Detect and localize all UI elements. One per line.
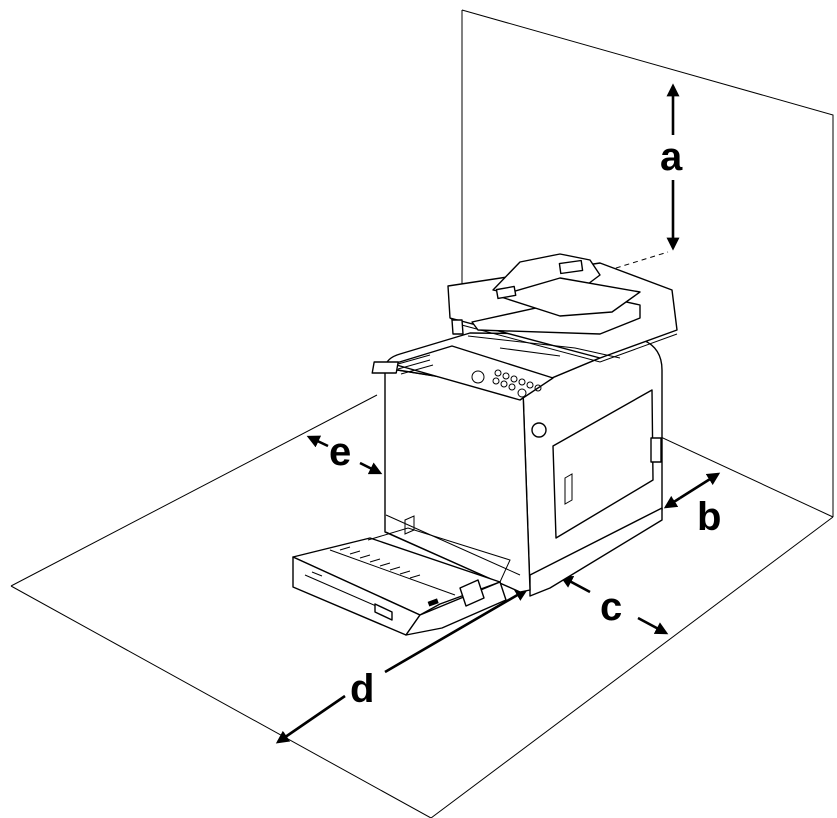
output-tray [467, 335, 621, 359]
paper-tray-ribs [339, 546, 421, 579]
dimension-e-arrow-end [359, 461, 383, 475]
dimension-e-arrow [306, 435, 329, 448]
adf-input-tray [497, 277, 641, 317]
adf-paper-guide-front [495, 285, 517, 300]
power-button [531, 422, 547, 438]
printer-base-right [529, 507, 663, 597]
side-door-handle [564, 473, 573, 505]
side-door [552, 389, 654, 539]
dimension-c-arrow-end [637, 616, 669, 635]
lcd-screen [371, 361, 399, 374]
dimension-b-arrow-start [663, 495, 681, 509]
label-d: d [350, 667, 374, 711]
wall-plane [461, 9, 834, 517]
label-e: e [329, 430, 351, 474]
scanner-front-latch [451, 319, 464, 335]
panel-buttons [397, 354, 542, 398]
paper-tray-grip [374, 603, 393, 621]
label-b: b [697, 495, 721, 539]
paper-guide-lever [459, 579, 485, 607]
label-c: c [600, 585, 622, 629]
printer-illustration [292, 253, 678, 636]
label-a: a [660, 135, 683, 179]
paper-stack [329, 527, 511, 596]
dimension-c-arrow [559, 575, 591, 594]
floor-plane-front-edge [430, 516, 834, 818]
tray-opening-edge [404, 515, 415, 535]
floor-plane [10, 394, 834, 818]
dimension-d-arrow [384, 588, 529, 674]
dimension-d-arrow-end [275, 694, 346, 744]
paper-size-indicator [427, 598, 439, 607]
side-vent [650, 437, 662, 463]
adf-paper-guide [558, 259, 584, 275]
dimension-b-arrow [679, 472, 721, 500]
